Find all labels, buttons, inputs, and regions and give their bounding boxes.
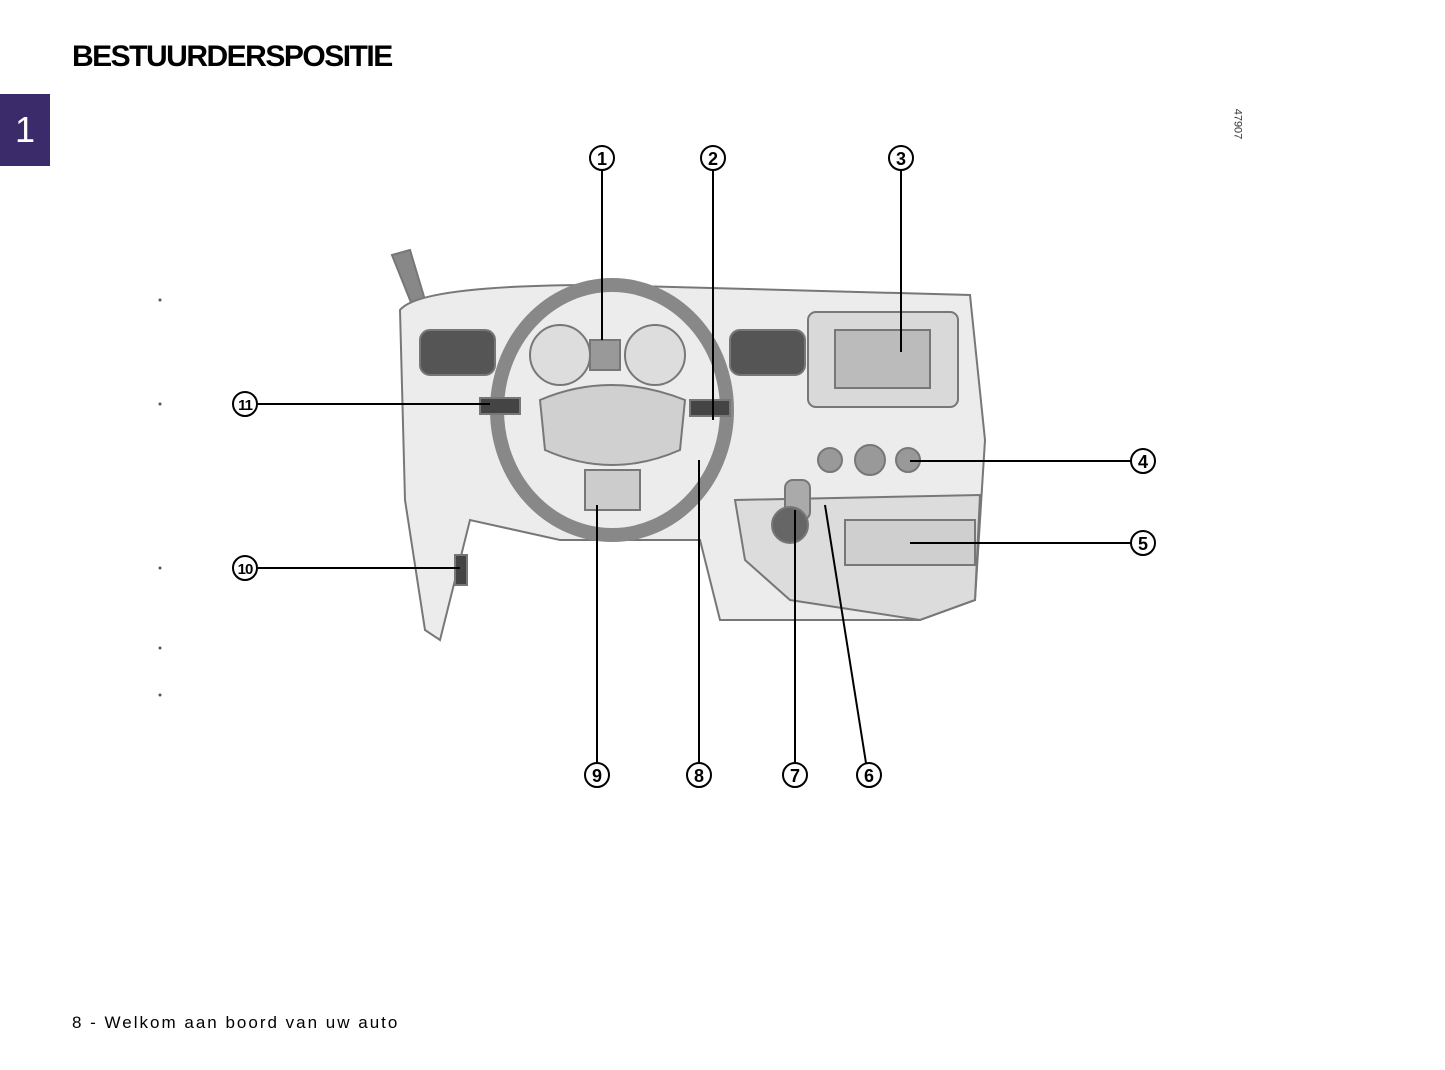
callout-8 bbox=[686, 762, 712, 788]
page-title: BESTUURDERSPOSITIE bbox=[72, 40, 393, 73]
callout-11 bbox=[232, 391, 258, 417]
callout-label-7: 7 bbox=[790, 766, 800, 786]
callout-10 bbox=[232, 555, 258, 581]
callout-label-9: 9 bbox=[592, 766, 602, 786]
dashboard-drawing bbox=[390, 248, 987, 642]
callout-label-3: 3 bbox=[896, 149, 906, 169]
callout-label-11: 11 bbox=[238, 397, 253, 414]
callout-label-8: 8 bbox=[694, 766, 704, 786]
callout-2 bbox=[700, 145, 726, 171]
callout-4 bbox=[1130, 448, 1156, 474]
callout-5 bbox=[1130, 530, 1156, 556]
callout-label-6: 6 bbox=[864, 766, 874, 786]
callout-7 bbox=[782, 762, 808, 788]
callout-lines bbox=[258, 170, 1131, 764]
callout-9 bbox=[584, 762, 610, 788]
callout-label-4: 4 bbox=[1138, 452, 1148, 472]
page-footer: 8 - Welkom aan boord van uw auto bbox=[72, 1013, 400, 1032]
callout-label-2: 2 bbox=[708, 149, 718, 169]
callout-label-1: 1 bbox=[597, 149, 607, 169]
callout-label-5: 5 bbox=[1138, 534, 1148, 554]
callout-label-10: 10 bbox=[238, 561, 253, 578]
callout-1 bbox=[589, 145, 615, 171]
chapter-tab[interactable]: 1 bbox=[0, 94, 50, 166]
callout-6 bbox=[856, 762, 882, 788]
callout-3 bbox=[888, 145, 914, 171]
margin-dots bbox=[158, 298, 162, 697]
